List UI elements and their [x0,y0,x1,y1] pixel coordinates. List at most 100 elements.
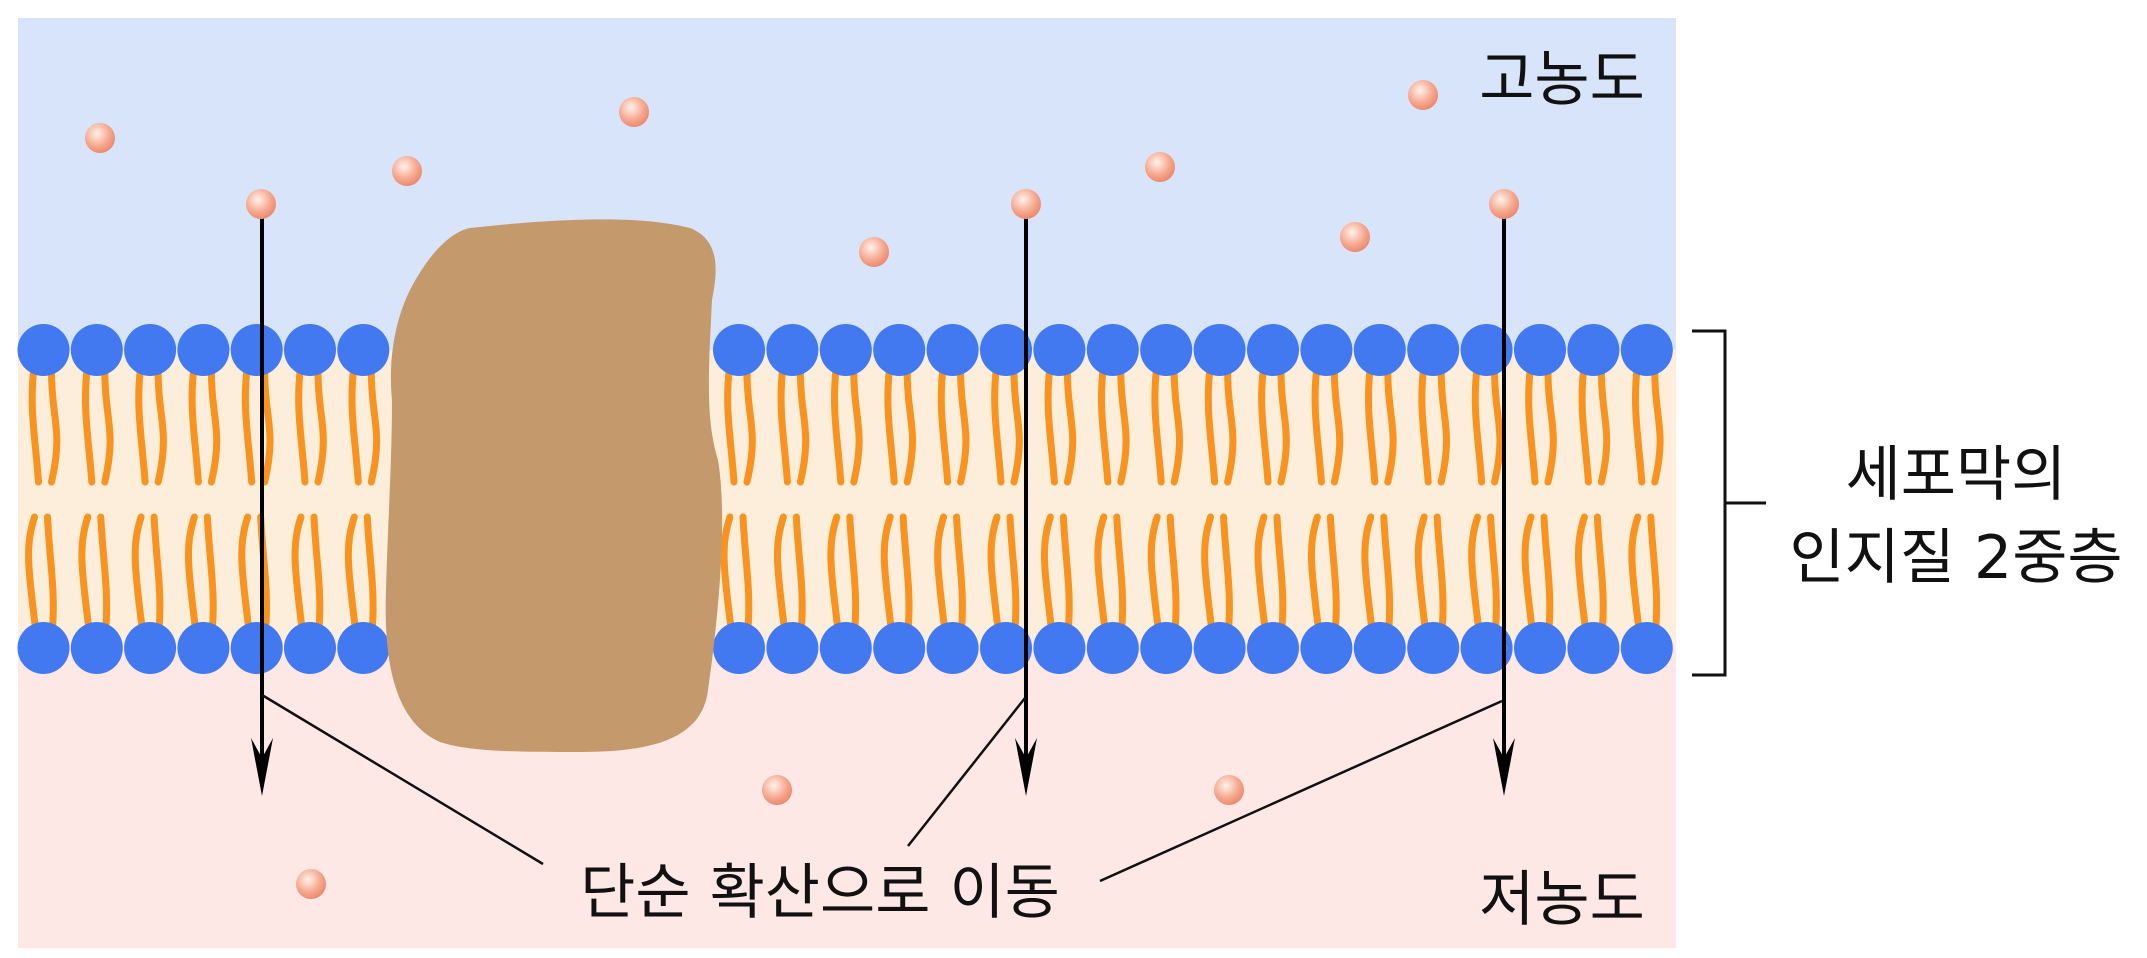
lipid-tail [1361,513,1376,632]
lipid-head [1567,622,1620,674]
solute-molecules [85,80,1519,899]
lipid-tail [1258,368,1272,486]
lipid-tail [1220,513,1233,632]
lipid-tail [777,368,791,486]
lipid-head [1033,324,1086,376]
lipid-tail [1254,513,1269,632]
solute-molecule [246,189,276,219]
lipid-tail [78,513,93,632]
lipid-tail [1204,368,1219,486]
inside-region [18,648,1676,948]
lipid-head [1460,324,1513,376]
lipid-tail [987,513,1002,632]
lipid-tail [238,513,253,632]
lipid-tail [344,513,359,632]
lipid-tail [203,513,217,632]
lipid-tail [97,513,111,632]
lipid-head [873,622,926,674]
arrow-head-icon [1015,738,1037,796]
membrane-interior [18,350,1676,650]
lipid-head [1620,622,1673,674]
lipid-tail [188,368,202,486]
lipid-tail [367,368,381,486]
lipid-head [1620,324,1673,376]
lipid-tail [1574,513,1589,632]
lipid-head [713,324,765,376]
solute-molecule [1145,152,1175,182]
lipid-tail [81,368,96,486]
lipid-tail [953,513,966,632]
lipid-tail [1487,513,1500,632]
lipid-head [337,324,390,376]
lipid-head [1140,622,1193,674]
lipid-head [1140,324,1193,376]
lipid-head [124,324,177,376]
lipid-head [230,324,283,376]
solute-molecule [392,156,422,186]
lipid-tail [295,368,309,486]
lipid-tail [1364,368,1379,486]
lipid-head [766,324,819,376]
lipid-tail [792,513,806,632]
lipid-head [1514,324,1566,376]
lipid-tail [1418,368,1432,486]
lipid-tail [1471,368,1486,486]
lipid-tail [1525,368,1539,486]
lipid-tail [1307,513,1322,632]
lipid-head [337,622,390,674]
solute-molecule [1489,189,1519,219]
lipid-head [1567,324,1620,376]
lipid-tail [1170,368,1184,486]
lipid-tail [739,513,753,632]
lipid-head [1460,622,1513,674]
solute-molecule [1011,189,1041,219]
lipid-head [1247,324,1299,376]
diffusion-arrows [251,204,1515,796]
lipid-tail [937,368,952,486]
lipid-tail [1414,513,1429,632]
lipid-tail [348,368,362,486]
lipid-tail [261,368,274,486]
lipid-head [1086,622,1139,674]
lipid-head [1353,622,1406,674]
lipid-head [1033,622,1086,674]
lipid-tail [899,513,913,632]
lipid-tail [724,368,738,486]
lipid-head [819,622,872,674]
high-concentration-label: 고농도 [1479,45,1645,115]
lipid-tail [1380,513,1394,632]
solute-molecule [1214,775,1244,805]
lipid-tail [314,368,327,486]
lipid-head [1247,622,1299,674]
lipid-head [1407,324,1460,376]
lipid-tail [1597,368,1611,486]
lipid-tail [44,513,57,632]
lipid-tail [743,368,756,486]
bilayer-label-line1: 세포막의 [1845,440,2067,510]
lipid-tail [363,513,377,632]
lipid-tail [1593,513,1607,632]
lipid-head [284,622,336,674]
lipid-tail [1384,368,1397,486]
lipid-head [1086,324,1139,376]
lipid-tail [1544,368,1557,486]
lipid-head [1300,324,1353,376]
lipid-tail [1010,368,1023,486]
phospholipid-tails [25,368,1664,632]
lipid-head [980,324,1032,376]
lipid-tail [850,368,863,486]
lipid-head [1300,622,1353,674]
lipid-tail [101,368,114,486]
lipid-head [1514,622,1566,674]
lipid-tail [1040,513,1055,632]
lipid-tail [1117,368,1130,486]
lipid-head [70,622,123,674]
lipid-tail [720,513,735,632]
lipid-tail [310,513,324,632]
lipid-head [926,324,979,376]
lipid-tail [154,368,167,486]
lipid-tail [1044,368,1058,486]
lipid-tail [1330,368,1344,486]
lipid-tail [1491,368,1504,486]
